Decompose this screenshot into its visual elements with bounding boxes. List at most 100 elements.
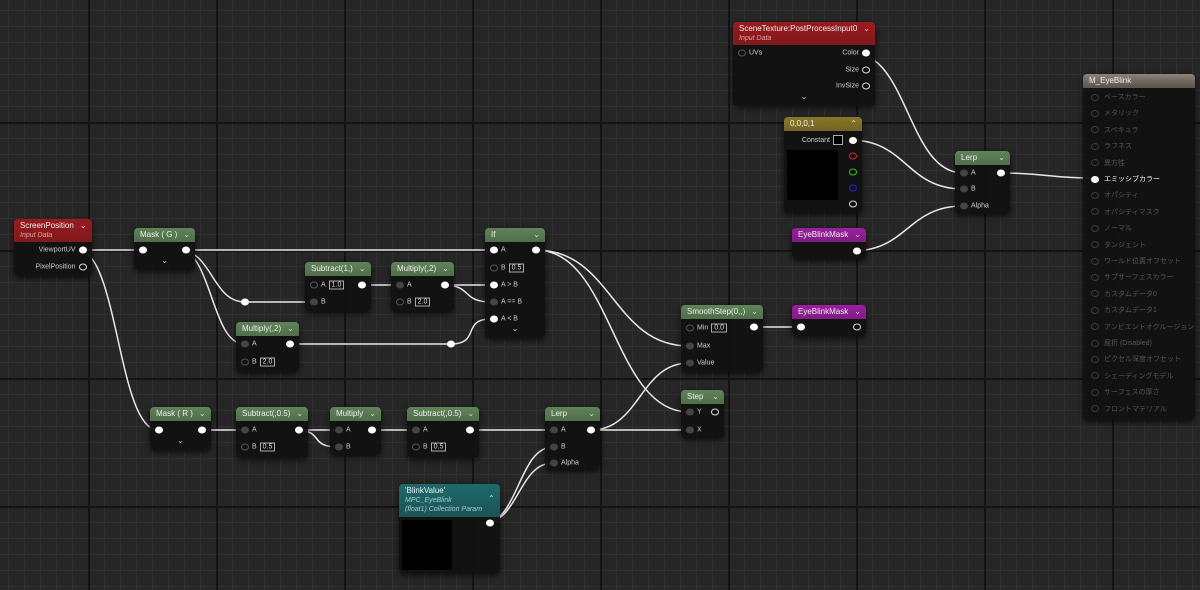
blink-value-out-pin[interactable] [485, 519, 494, 527]
scene-texture-out-pin-color[interactable]: Color [842, 49, 870, 57]
if-in-pin-alb[interactable]: A < B [490, 315, 518, 323]
eyeblinkmask-set-out-pin[interactable] [852, 323, 861, 331]
mask-g-node[interactable]: Mask ( G )⌄⌄ [134, 228, 196, 270]
collapse-chevron-icon[interactable]: ⌄ [358, 264, 366, 273]
subtract-1-out-pin[interactable] [357, 281, 366, 289]
mask-r-in-pin[interactable] [155, 426, 163, 434]
screen-position-out-pin-viewport-uv[interactable]: ViewportUV [39, 246, 87, 254]
mask-r-out-pin[interactable] [197, 426, 206, 434]
pin-dot-icon[interactable] [862, 49, 870, 57]
material-input-0[interactable]: ベースカラー [1091, 92, 1146, 102]
pin-dot-icon[interactable] [1091, 405, 1099, 413]
collapse-chevron-icon[interactable]: ⌄ [588, 409, 595, 418]
if-in-pin-a[interactable]: A [490, 246, 506, 254]
subtract-1-header[interactable]: Subtract(1,)⌄ [305, 262, 371, 276]
material-input-12[interactable]: カスタムデータ0 [1091, 289, 1157, 299]
pin-dot-icon[interactable] [78, 246, 87, 254]
pin-dot-icon[interactable] [197, 426, 206, 434]
step-out-pin[interactable] [711, 408, 719, 416]
collapse-chevron-icon[interactable]: ⌄ [998, 153, 1005, 162]
lerp-top-header[interactable]: Lerp⌄ [955, 151, 1010, 165]
screen-position-out-pin-pixel-position[interactable]: PixelPosition [35, 263, 87, 271]
material-input-9[interactable]: タンジェント [1091, 240, 1146, 250]
expand-chevron-icon[interactable]: ⌄ [176, 436, 184, 445]
collapse-chevron-icon[interactable]: ⌄ [854, 230, 861, 239]
pin-dot-icon[interactable] [960, 202, 968, 210]
pin-dot-icon[interactable] [490, 315, 498, 323]
pin-dot-icon[interactable] [862, 82, 870, 90]
pin-dot-icon[interactable] [490, 246, 498, 254]
multiply-in-pin-a[interactable]: A [335, 426, 351, 434]
multiply-2-top-in-pin-a[interactable]: A [396, 281, 412, 289]
pin-dot-icon[interactable] [396, 298, 404, 306]
pin-dot-icon[interactable] [1091, 93, 1099, 101]
pin-dot-icon[interactable] [1091, 191, 1099, 199]
pin-dot-icon[interactable] [1091, 323, 1099, 331]
pin-dot-icon[interactable] [711, 408, 719, 416]
mask-g-in-pin[interactable] [139, 246, 147, 254]
material-input-6[interactable]: オパシティ [1091, 190, 1139, 200]
constant4-out-pin[interactable] [849, 168, 857, 176]
eyeblinkmask-get-node[interactable]: EyeBlinkMask⌄ [792, 228, 866, 259]
eyeblinkmask-set-header[interactable]: EyeBlinkMask⌄ [792, 305, 866, 319]
collapse-chevron-icon[interactable]: ⌄ [712, 392, 719, 401]
pin-dot-icon[interactable] [139, 246, 147, 254]
lerp-low-header[interactable]: Lerp⌄ [545, 407, 600, 421]
lerp-low-out-pin[interactable] [587, 426, 595, 434]
subtract-1-in-pin-b[interactable]: B [310, 298, 326, 306]
collapse-chevron-icon[interactable]: ⌄ [79, 221, 87, 230]
subtract-05-a-header[interactable]: Subtract(,0.5)⌄ [236, 407, 309, 421]
mask-r-node[interactable]: Mask ( R )⌄⌄ [150, 407, 211, 450]
pin-dot-icon[interactable] [749, 323, 758, 331]
if-out-pin[interactable] [532, 246, 540, 254]
multiply-2-top-out-pin[interactable] [440, 281, 449, 289]
constant4-out-pin[interactable] [849, 184, 857, 192]
blink-value-node[interactable]: 'BlinkValue'MPC_EyeBlink(float1) Collect… [399, 484, 500, 573]
lerp-low-in-pin-a[interactable]: A [550, 426, 566, 434]
pin-dot-icon[interactable] [295, 426, 304, 434]
expand-chevron-icon[interactable]: ⌄ [511, 324, 519, 333]
pin-dot-icon[interactable] [686, 342, 694, 350]
material-input-1[interactable]: メタリック [1091, 108, 1139, 118]
pin-dot-icon[interactable] [440, 281, 449, 289]
eyeblinkmask-get-out-pin[interactable] [852, 247, 861, 255]
material-input-14[interactable]: アンビエントオクルージョン [1091, 322, 1194, 332]
pin-dot-icon[interactable] [1091, 109, 1099, 117]
pin-default-value[interactable]: 0.5 [259, 442, 276, 452]
material-input-17[interactable]: シェーディングモデル [1091, 371, 1174, 381]
collapse-chevron-icon[interactable]: ⌄ [467, 409, 475, 418]
pin-dot-icon[interactable] [1091, 241, 1099, 249]
pin-dot-icon[interactable] [686, 408, 694, 416]
pin-dot-icon[interactable] [1091, 126, 1099, 134]
pin-dot-icon[interactable] [852, 247, 861, 255]
pin-dot-icon[interactable] [550, 459, 558, 467]
eyeblinkmask-get-header[interactable]: EyeBlinkMask⌄ [792, 228, 866, 242]
material-input-10[interactable]: ワールド位置オフセット [1091, 256, 1181, 266]
collapse-chevron-icon[interactable]: ⌄ [369, 409, 376, 418]
pin-dot-icon[interactable] [1091, 355, 1099, 363]
lerp-low-in-pin-alpha[interactable]: Alpha [550, 459, 579, 467]
pin-dot-icon[interactable] [490, 298, 498, 306]
pin-dot-icon[interactable] [738, 49, 746, 57]
pin-default-value[interactable]: 2.0 [414, 297, 431, 307]
material-input-18[interactable]: サーフェスの厚さ [1091, 387, 1160, 397]
material-input-5[interactable]: エミッシブカラー [1091, 174, 1160, 184]
material-input-13[interactable]: カスタムデータ1 [1091, 305, 1157, 315]
pin-dot-icon[interactable] [335, 443, 343, 451]
expand-chevron-icon[interactable]: ⌄ [161, 256, 168, 265]
step-in-pin-x[interactable]: X [686, 426, 702, 434]
pin-dot-icon[interactable] [285, 340, 294, 348]
pin-dot-icon[interactable] [1091, 175, 1099, 183]
collapse-chevron-icon[interactable]: ⌄ [751, 307, 758, 316]
